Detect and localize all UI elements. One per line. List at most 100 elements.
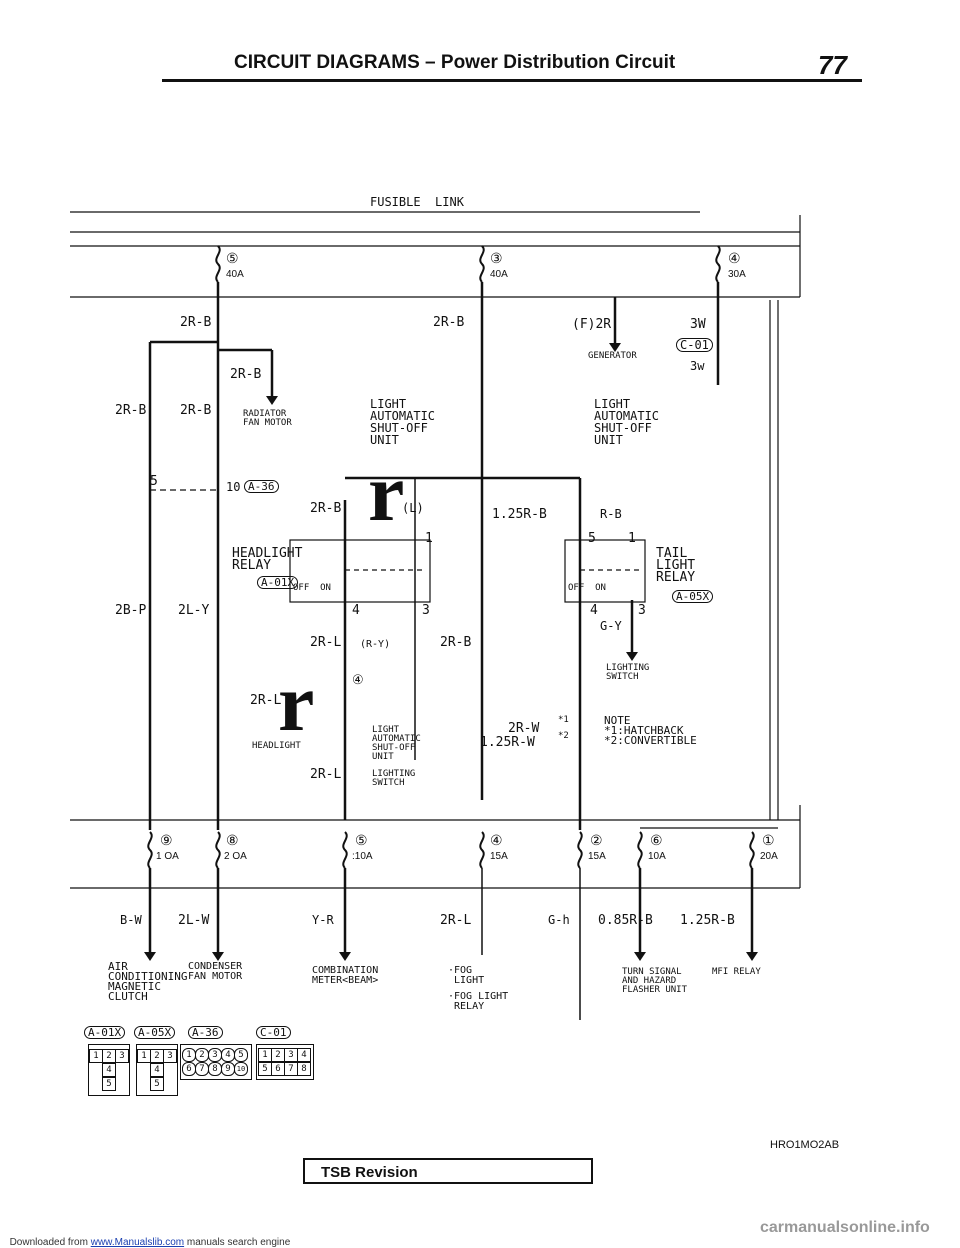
fuse-top-2-num: ③ [490,251,503,267]
fuse-bottom-2-num: ⑧ [226,833,239,849]
fuse-bottom-1-rating: 1 OA [156,851,179,862]
pin-1b: 1 [628,531,636,546]
mfi-relay-label: MFI RELAY [712,967,761,977]
wire-label: 2R-B [310,501,342,516]
connector-c01-diagram: 1 2 3 4 5 6 7 8 [256,1044,314,1080]
wire-label: G-h [548,913,570,927]
lighting-switch-1: LIGHTING SWITCH [606,663,650,682]
pin-cell: 4 [297,1048,311,1062]
wire-label: 0.85R-B [598,913,653,928]
pin-cell: 2 [102,1049,116,1063]
turn-signal-flasher-label: TURN SIGNAL AND HAZARD FLASHER UNIT [622,967,688,995]
connector-ref-a36: A-36 [244,480,279,493]
star-2: *2 [558,731,569,741]
pin-cell: 3 [163,1049,177,1063]
fuse-bottom-3-num: ⑤ [355,833,368,849]
pin-cell: 8 [297,1062,311,1076]
off-on-switch-1: OFF ON [293,583,331,593]
fuse-top-3-rating: 30A [728,269,746,280]
pin-cell: 1 [258,1048,272,1062]
fuse-top-1-num: ⑤ [226,251,239,267]
connector-ref-c01-top: C-01 [676,338,713,352]
connector-a36-diagram: 1 2 3 4 5 6 7 8 9 10 [180,1044,252,1080]
header-rule [162,79,862,82]
wire-label: 2L-Y [178,603,210,618]
wire-label: 2B-P [115,603,147,618]
pin-cell: 7 [284,1062,298,1076]
fuse-bottom-2-rating: 2 OA [224,851,247,862]
wire-label: (F)2R [572,317,612,332]
wire-label: Y-R [312,913,334,927]
pin-3b: 3 [638,603,646,618]
connector-a05x-diagram: 1 2 3 4 5 [136,1044,178,1096]
wire-label: 2R-B [230,367,262,382]
fuse-top-2-rating: 40A [490,269,508,280]
headlight-label: HEADLIGHT [252,741,301,751]
fuse-bottom-6-rating: 10A [648,851,666,862]
fuse-bottom-5-rating: 15A [588,851,606,862]
pin-cell: 3 [115,1049,129,1063]
pin-cell: 9 [221,1062,235,1076]
pin-1: 1 [425,531,433,546]
pin-10: 10 [226,480,241,494]
fog-light-label: ·FOG LIGHT [448,965,485,986]
wire-label: 3W [690,317,706,332]
connector-ref-a01x: A-01X [257,576,299,589]
pin-cell: 4 [150,1063,164,1077]
fusible-link-label: FUSIBLE LINK [370,195,464,209]
connector-ref-a05x: A-05X [672,590,714,603]
page-number: 77 [818,50,847,80]
wire-label: G-Y [600,619,622,633]
wire-label: B-W [120,913,142,927]
fuse-bottom-3-rating: :10A [352,851,373,862]
wire-label: 1.25R-B [680,913,735,928]
fuse-bottom-6-num: ⑥ [650,833,663,849]
pin-cell: 1 [137,1049,151,1063]
pin-cell: 1 [89,1049,103,1063]
light-auto-unit-2: LIGHT AUTOMATIC SHUT-OFF UNIT [594,397,660,447]
pin-cell: 4 [102,1063,116,1077]
manualslib-link[interactable]: www.Manualslib.com [90,1237,185,1248]
pin-cell: 2 [195,1048,209,1062]
pin-cell: 4 [221,1048,235,1062]
legend-ref-a05x: A-05X [134,1026,176,1039]
pin-cell: 5 [150,1077,164,1091]
tail-light-relay-label: TAIL LIGHT RELAY [656,546,696,585]
air-conditioning-clutch-label: AIR CONDITIONING MAGNETIC CLUTCH [108,960,188,1003]
legend-ref-a01x: A-01X [84,1026,126,1039]
footer-suffix: manuals search engine [184,1237,291,1248]
wire-label: 2R-B [180,315,212,330]
wire-label: 2L-W [178,913,210,928]
wire-label: 2R-L [310,635,342,650]
fuse-bottom-5-num: ② [590,833,603,849]
wire-label: 2R-L [440,913,472,928]
star-1: *1 [558,715,569,725]
pin-5b: 5 [588,531,596,546]
wire-label: 2R-L [310,767,342,782]
pin-cell: 1 [182,1048,196,1062]
wire-label: 1.25R-W [480,735,535,750]
legend-ref-c01: C-01 [256,1026,291,1039]
wire-label: 2R-B [433,315,465,330]
headlight-relay-label: HEADLIGHT RELAY [232,546,303,573]
wire-label: 2R-B [440,635,472,650]
pin-4: 4 [352,603,360,618]
off-on-switch-2: OFF ON [568,583,606,593]
connector-a01x-diagram: 1 2 3 4 5 [88,1044,130,1096]
footer-source: Downloaded from www.Manualslib.com manua… [4,1228,291,1248]
wire-label: 2R-B [115,403,147,418]
pin-cell: 5 [102,1077,116,1091]
diagram-code: HRO1MO2AB [770,1139,840,1151]
pin-4c: ④ [352,673,364,688]
fuse-bottom-4-rating: 15A [490,851,508,862]
pin-cell: 8 [208,1062,222,1076]
wire-label: 1.25R-B [492,507,547,522]
pin-3: 3 [422,603,430,618]
wire-label: 2R-W [508,721,540,736]
svg-text:r: r [278,657,314,748]
pin-cell: 6 [182,1062,196,1076]
generator-label: GENERATOR [588,351,637,361]
fuse-bottom-4-num: ④ [490,833,503,849]
wire-label: 2R-L [250,693,282,708]
pin-cell: 3 [208,1048,222,1062]
